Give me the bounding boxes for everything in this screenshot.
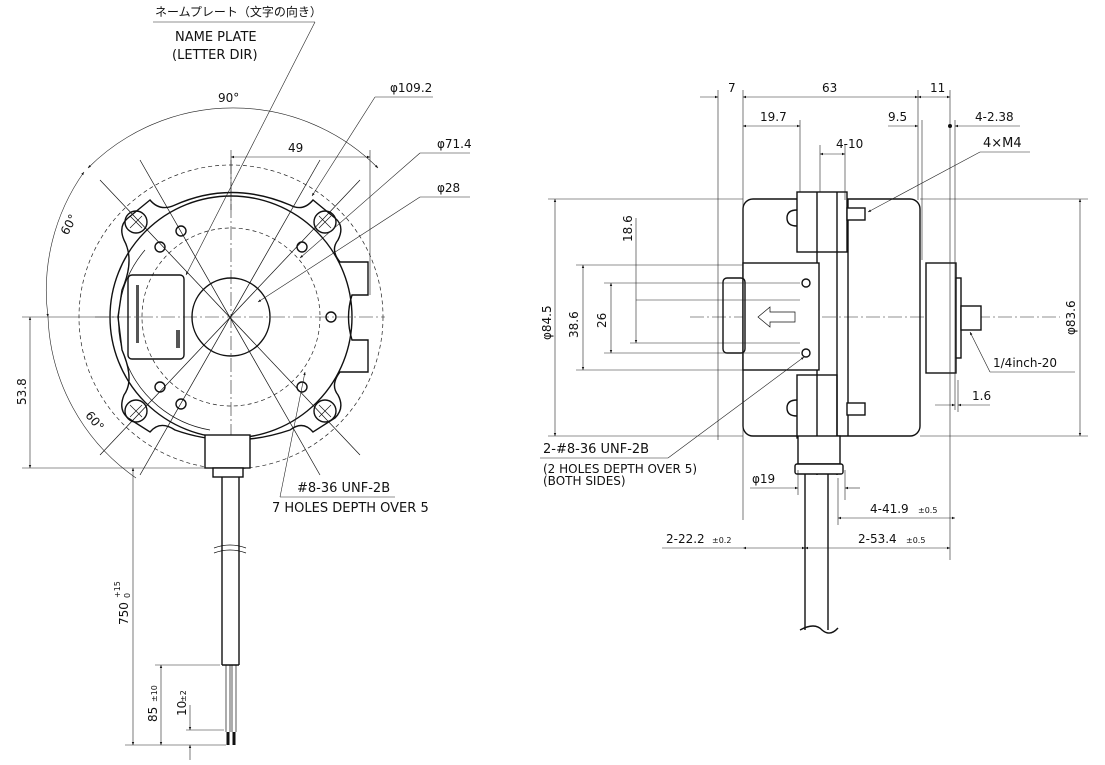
flange-block-top bbox=[796, 191, 848, 253]
cable-gland-nut bbox=[212, 467, 244, 478]
cable-break-mark bbox=[213, 544, 247, 554]
angle-60-lower-arc bbox=[47, 316, 137, 479]
dia-84-5-label: φ84.5 bbox=[540, 305, 554, 340]
dim-10-tol: ±2 bbox=[179, 690, 188, 702]
nameplate bbox=[127, 274, 185, 360]
nameplate-text-mark bbox=[136, 285, 139, 343]
bracket-hole bbox=[801, 348, 811, 358]
side-thread-leader bbox=[667, 356, 805, 459]
shaft-thread-leader bbox=[969, 331, 991, 373]
cable-gland bbox=[204, 434, 251, 469]
dia-19-label: φ19 bbox=[752, 472, 775, 486]
body-rim bbox=[118, 249, 211, 431]
diagonal-line bbox=[139, 159, 321, 476]
m4-note: 4×M4 bbox=[983, 136, 1022, 151]
dim-85-label: 85 bbox=[146, 707, 160, 722]
dim-19-7-label: 19.7 bbox=[760, 110, 787, 124]
dim-85-tol: ±10 bbox=[150, 685, 159, 702]
connector-nut bbox=[794, 463, 844, 475]
dia-109-leader bbox=[311, 96, 376, 197]
corner-screws bbox=[124, 210, 337, 423]
thread-note: #8-36 UNF-2B bbox=[297, 481, 390, 496]
m4-stud-bottom bbox=[846, 402, 866, 416]
dim-9-5-label: 9.5 bbox=[888, 110, 907, 124]
angle-60-upper-label: 60° bbox=[58, 212, 80, 237]
dia-109-label: φ109.2 bbox=[390, 81, 432, 95]
m4-leader bbox=[867, 151, 981, 213]
angle-90-label: 90° bbox=[218, 91, 239, 105]
dim-4-2-38-label: 4-2.38 bbox=[975, 110, 1014, 124]
nameplate-model-mark bbox=[176, 330, 180, 348]
dim-4-10-label: 4-10 bbox=[836, 137, 863, 151]
angle-60-upper-arc bbox=[46, 171, 85, 318]
side-view: 7 63 11 19.7 9.5 4-2.38 4-10 4×M4 φ84.5 … bbox=[540, 81, 1088, 634]
dim-point bbox=[948, 124, 952, 128]
dia-71-leader bbox=[299, 152, 421, 259]
cable-break-mark bbox=[799, 625, 839, 634]
lead-wires bbox=[225, 665, 237, 745]
dim-41-9-tol: ±0.5 bbox=[918, 506, 937, 515]
threaded-holes bbox=[154, 225, 337, 410]
dim-22-2-tol: ±0.2 bbox=[712, 536, 731, 545]
nameplate-label-jp: ネームプレート（文字の向き） bbox=[155, 4, 322, 19]
shaft-thread-label: 1/4inch-20 bbox=[993, 356, 1057, 370]
bracket-tab bbox=[722, 277, 746, 354]
dim-750-label: 750 bbox=[117, 602, 131, 625]
dim-38-6-label: 38.6 bbox=[567, 311, 581, 338]
nameplate-label: NAME PLATE bbox=[175, 30, 257, 45]
m4-stud-top bbox=[846, 207, 866, 221]
nameplate-leader bbox=[185, 21, 316, 276]
bracket-hole bbox=[801, 278, 811, 288]
angle-60-lower-label: 60° bbox=[82, 408, 106, 433]
encoder bbox=[925, 262, 957, 374]
bolt-pitch-circle bbox=[141, 227, 321, 407]
holes-note: 7 HOLES DEPTH OVER 5 bbox=[272, 501, 429, 516]
dia-83-6-label: φ83.6 bbox=[1064, 300, 1078, 335]
rotation-arrow-icon bbox=[757, 306, 796, 328]
dim-7-label: 7 bbox=[728, 81, 736, 95]
dim-53-4-label: 2-53.4 bbox=[858, 532, 897, 546]
shaft bbox=[960, 305, 982, 331]
dim-26-label: 26 bbox=[595, 313, 609, 328]
dim-18-6-label: 18.6 bbox=[621, 215, 635, 242]
dim-11-label: 11 bbox=[930, 81, 945, 95]
nameplate-letter-dir: (LETTER DIR) bbox=[172, 48, 258, 63]
encoder-plate bbox=[955, 277, 962, 359]
angle-90-arc bbox=[87, 107, 379, 169]
dim-10-label: 10 bbox=[175, 701, 189, 716]
dia-71-label: φ71.4 bbox=[437, 137, 472, 151]
dim-750-tol-lower: 0 bbox=[123, 593, 132, 598]
cable-connector bbox=[797, 435, 841, 465]
dia-28-leader bbox=[257, 196, 421, 303]
dim-53-4-tol: ±0.5 bbox=[906, 536, 925, 545]
side-thread-note: 2-#8-36 UNF-2B bbox=[543, 442, 649, 457]
screw-head bbox=[786, 209, 798, 227]
side-holes-note: (2 HOLES DEPTH OVER 5) bbox=[543, 462, 697, 476]
dia-28-label: φ28 bbox=[437, 181, 460, 195]
dim-53-8-label: 53.8 bbox=[15, 378, 29, 405]
front-view: ネームプレート（文字の向き） NAME PLATE (LETTER DIR) 9… bbox=[15, 4, 472, 760]
center-boss bbox=[191, 277, 271, 357]
mounting-flange bbox=[117, 191, 369, 441]
dim-41-9-label: 4-41.9 bbox=[870, 502, 909, 516]
dim-49-label: 49 bbox=[288, 141, 303, 155]
dim-22-2-label: 2-22.2 bbox=[666, 532, 705, 546]
thread-leader bbox=[279, 371, 306, 498]
screw-head bbox=[786, 399, 798, 417]
dim-750-tol-upper: +15 bbox=[113, 581, 122, 598]
dim-63-label: 63 bbox=[822, 81, 837, 95]
dim-1-6-label: 1.6 bbox=[972, 389, 991, 403]
side-holes-note-both: (BOTH SIDES) bbox=[543, 474, 626, 488]
